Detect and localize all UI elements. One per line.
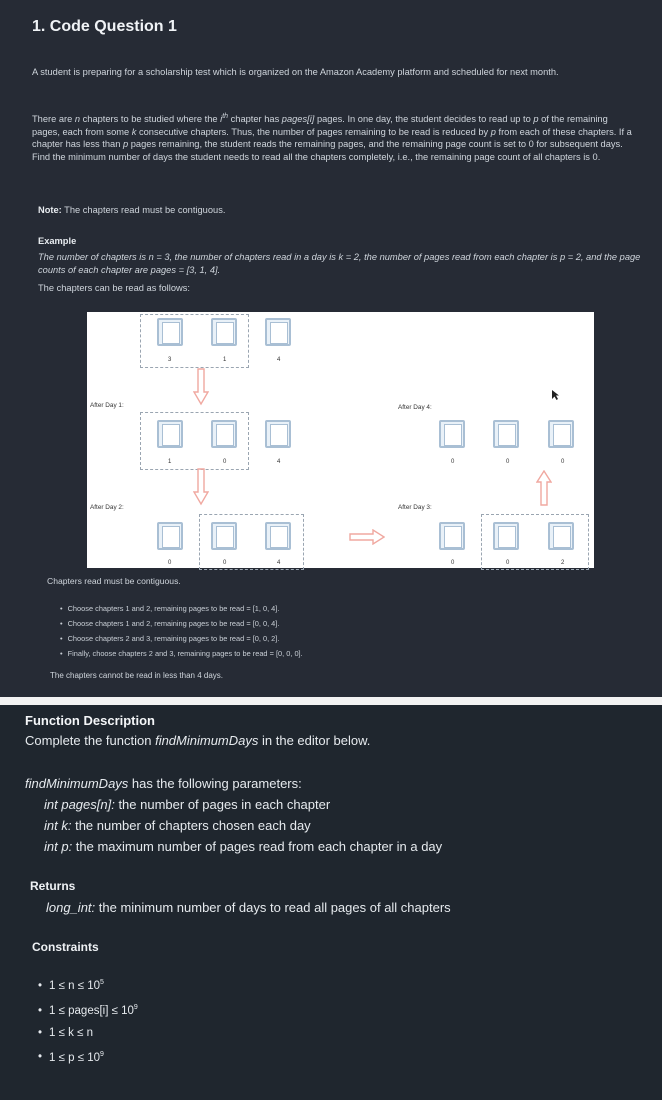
list-item: Choose chapters 1 and 2, remaining pages… xyxy=(60,601,303,616)
page-count: 0 xyxy=(506,560,510,566)
example-diagram: 3 1 4 After Day 1: 1 0 4 After Day 2: 0 … xyxy=(87,312,594,570)
question-panel: 1. Code Question 1 A student is preparin… xyxy=(0,0,662,697)
selection-box xyxy=(140,412,249,470)
intro-paragraph: A student is preparing for a scholarship… xyxy=(32,67,559,77)
chapter-book-icon xyxy=(265,522,291,550)
page-count: 0 xyxy=(223,459,227,465)
selection-box xyxy=(140,314,249,368)
chapter-book-icon xyxy=(211,522,237,550)
function-description-line: Complete the function findMinimumDays in… xyxy=(25,733,371,748)
param-k: int k: the number of chapters chosen eac… xyxy=(44,818,311,833)
contiguous-note: Chapters read must be contiguous. xyxy=(47,576,181,586)
page-count: 2 xyxy=(561,560,565,566)
list-item: Choose chapters 2 and 3, remaining pages… xyxy=(60,631,303,646)
constraints-list: 1 ≤ n ≤ 105 1 ≤ pages[i] ≤ 109 1 ≤ k ≤ n… xyxy=(38,972,138,1068)
chapter-book-icon xyxy=(548,420,574,448)
list-item: Finally, choose chapters 2 and 3, remain… xyxy=(60,646,303,661)
list-item: Choose chapters 1 and 2, remaining pages… xyxy=(60,616,303,631)
list-item: 1 ≤ pages[i] ≤ 109 xyxy=(38,997,138,1022)
right-arrow-icon xyxy=(349,529,385,545)
after-day3-label: After Day 3: xyxy=(398,504,432,511)
param-p: int p: the maximum number of pages read … xyxy=(44,839,443,854)
page-count: 0 xyxy=(451,459,455,465)
returns-title: Returns xyxy=(30,879,76,893)
page-count: 0 xyxy=(561,459,565,465)
list-item: 1 ≤ p ≤ 109 xyxy=(38,1044,138,1069)
chapter-book-icon xyxy=(211,420,237,448)
chapter-book-icon xyxy=(493,420,519,448)
mouse-cursor-icon xyxy=(552,390,559,400)
param-pages: int pages[n]: the number of pages in eac… xyxy=(44,797,331,812)
page-count: 4 xyxy=(277,459,281,465)
page-count: 0 xyxy=(506,459,510,465)
page-count: 4 xyxy=(277,357,281,363)
page-count: 4 xyxy=(277,560,281,566)
chapter-book-icon xyxy=(493,522,519,550)
example-label: Example xyxy=(38,236,77,246)
conclusion: The chapters cannot be read in less than… xyxy=(50,671,223,680)
steps-list: Choose chapters 1 and 2, remaining pages… xyxy=(60,601,303,661)
problem-paragraph: There are n chapters to be studied where… xyxy=(32,113,632,162)
page-count: 0 xyxy=(168,560,172,566)
divider xyxy=(0,697,662,705)
example-line2: The chapters can be read as follows: xyxy=(38,283,190,293)
list-item: 1 ≤ k ≤ n xyxy=(38,1022,138,1044)
page-count: 3 xyxy=(168,357,172,363)
returns-desc: long_int: the minimum number of days to … xyxy=(46,900,451,915)
chapter-book-icon xyxy=(265,318,291,346)
down-arrow-icon xyxy=(193,468,209,506)
example-line1: The number of chapters is n = 3, the num… xyxy=(38,252,641,275)
chapter-book-icon xyxy=(548,522,574,550)
after-day2-label: After Day 2: xyxy=(90,504,124,511)
selection-box xyxy=(199,514,304,570)
chapter-book-icon xyxy=(439,420,465,448)
down-arrow-icon xyxy=(193,368,209,406)
chapter-book-icon xyxy=(157,522,183,550)
after-day4-label: After Day 4: xyxy=(398,404,432,411)
page-count: 0 xyxy=(451,560,455,566)
after-day1-label: After Day 1: xyxy=(90,402,124,409)
params-intro: findMinimumDays has the following parame… xyxy=(25,776,302,791)
constraints-title: Constraints xyxy=(32,940,99,954)
chapter-book-icon xyxy=(211,318,237,346)
selection-box xyxy=(481,514,589,570)
chapter-book-icon xyxy=(439,522,465,550)
chapter-book-icon xyxy=(265,420,291,448)
page-count: 1 xyxy=(223,357,227,363)
page-count: 1 xyxy=(168,459,172,465)
up-arrow-icon xyxy=(536,470,552,506)
chapter-book-icon xyxy=(157,420,183,448)
question-title: 1. Code Question 1 xyxy=(32,18,177,35)
chapter-book-icon xyxy=(157,318,183,346)
function-description-title: Function Description xyxy=(25,713,155,728)
page-count: 0 xyxy=(223,560,227,566)
list-item: 1 ≤ n ≤ 105 xyxy=(38,972,138,997)
note: Note: The chapters read must be contiguo… xyxy=(38,205,226,215)
